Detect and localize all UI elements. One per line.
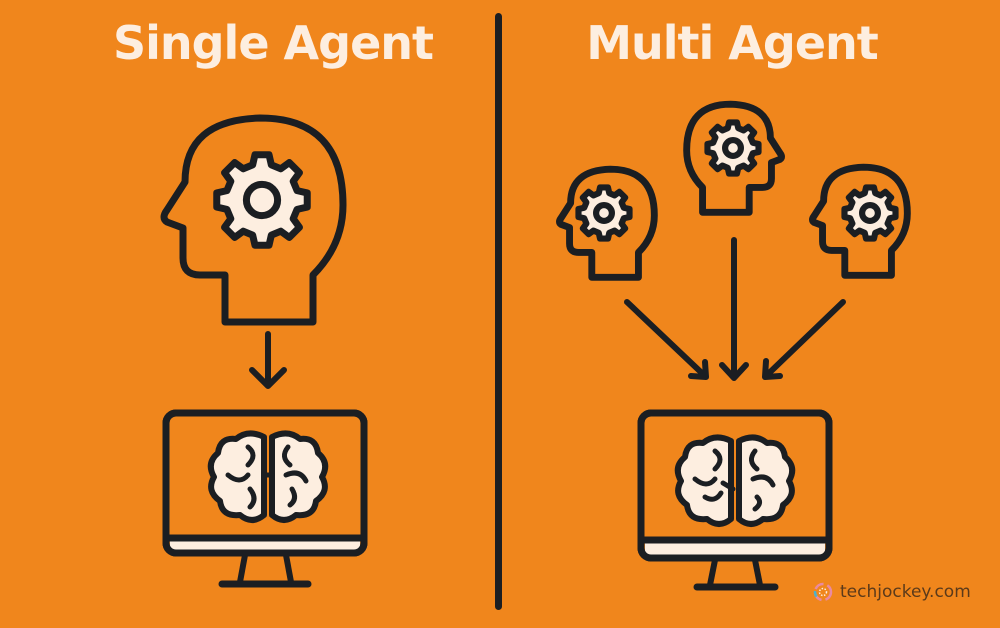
monitor-with-brain-icon <box>162 409 368 588</box>
agent-head-center-icon <box>687 104 782 212</box>
gear-icon <box>217 155 307 245</box>
brand-watermark: techjockey.com <box>812 581 971 603</box>
techjockey-logo-icon <box>813 582 833 602</box>
single-agent-title: Single Agent <box>112 16 434 70</box>
single-agent-head-icon <box>164 118 343 322</box>
arrow-down-icon <box>249 331 287 389</box>
brand-text: techjockey.com <box>840 582 971 602</box>
arrow-icons <box>624 237 846 381</box>
divider-line <box>495 13 502 610</box>
agent-head-right-icon <box>812 167 907 275</box>
brain-icon <box>211 433 325 520</box>
multi-agent-title: Multi Agent <box>586 16 879 70</box>
agent-head-left-icon <box>559 169 654 277</box>
multi-monitor-with-brain-icon <box>637 409 833 591</box>
brain-icon <box>678 437 792 524</box>
